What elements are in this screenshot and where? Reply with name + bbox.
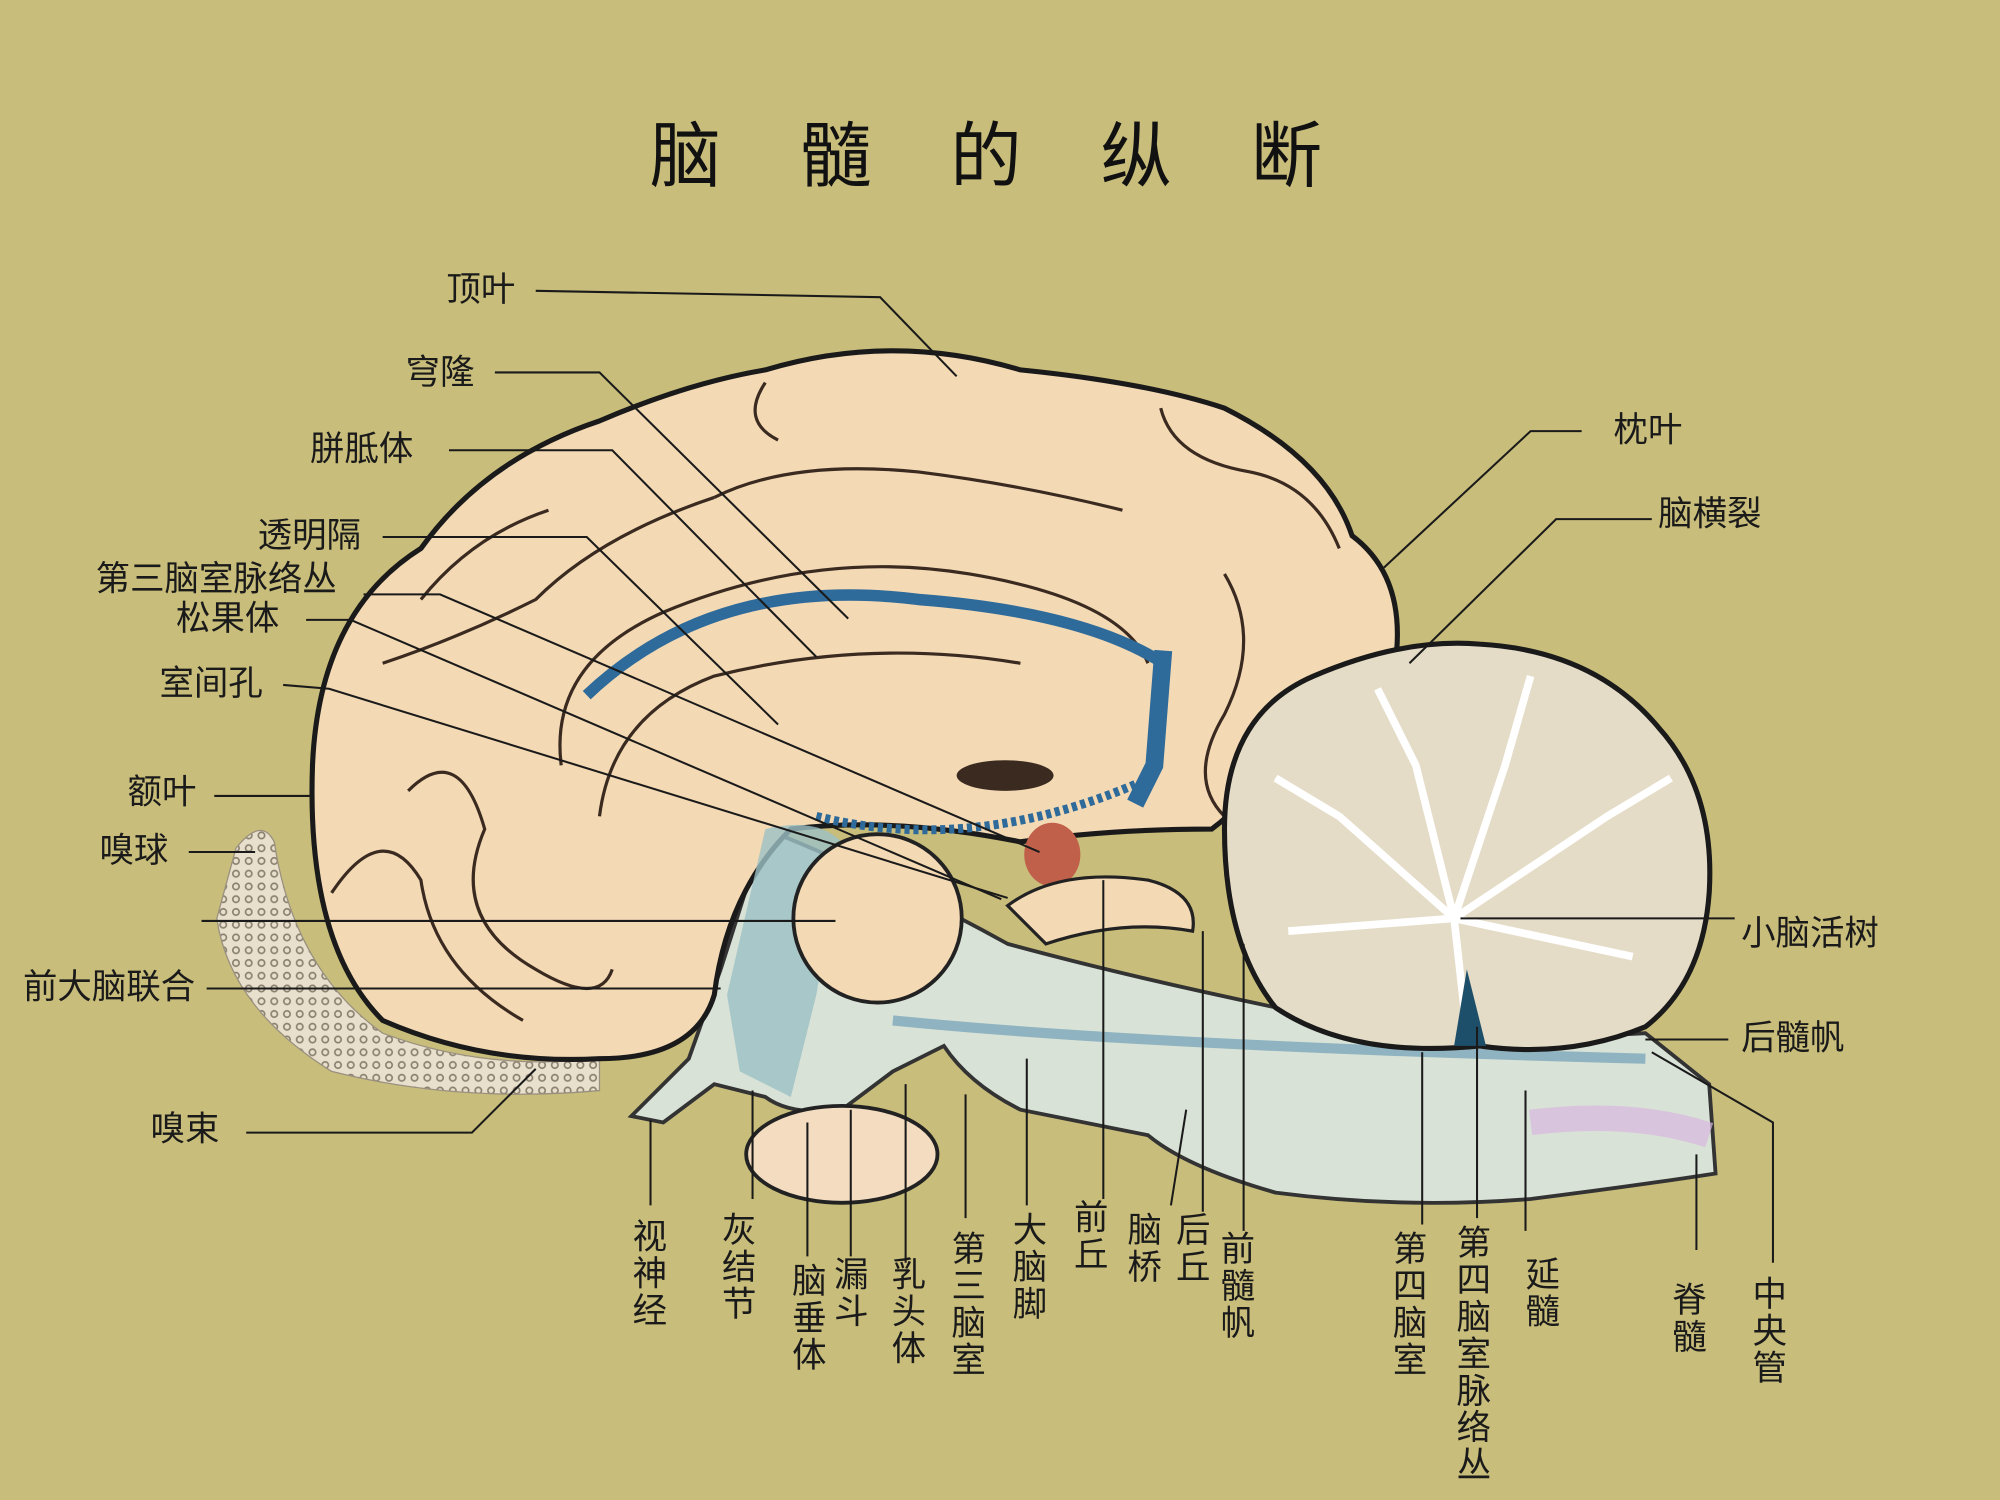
label-fornix: 穹隆	[405, 353, 475, 393]
label-posterior-medullary-velum: 后髓帆	[1741, 1019, 1845, 1059]
label-tuber-cinereum: 灰结节	[715, 1211, 756, 1323]
pituitary	[744, 1103, 940, 1205]
label-arbor-vitae: 小脑活树	[1741, 914, 1879, 955]
pineal-body	[1024, 822, 1081, 887]
label-third-ventricle: 第三脑室	[945, 1230, 985, 1379]
label-central-canal: 中央管	[1746, 1275, 1786, 1387]
label-parietal-lobe: 顶叶	[446, 270, 516, 310]
label-frontal-lobe: 额叶	[127, 772, 197, 813]
label-superior-colliculus: 前丘	[1067, 1198, 1108, 1273]
label-cerebral-peduncle: 大脑脚	[1006, 1211, 1046, 1323]
thalamus	[791, 832, 964, 1005]
label-interventricular-foramen: 室间孔	[159, 664, 263, 705]
arbor-vitae	[1273, 674, 1673, 1034]
label-fourth-ventricle-choroid-plexus: 第四脑室脉络丛	[1450, 1224, 1490, 1484]
label-anterior-commissure: 前大脑联合	[22, 968, 196, 1008]
label-olfactory-bulb: 嗅球	[99, 831, 169, 872]
label-occipital-lobe: 枕叶	[1613, 410, 1683, 451]
label-spinal-cord: 脊髓	[1665, 1281, 1706, 1356]
label-infundibulum: 漏斗	[827, 1256, 868, 1331]
label-third-ventricle-choroid-plexus: 第三脑室脉络丛	[95, 559, 337, 600]
label-anterior-medullary-velum: 前髓帆	[1214, 1230, 1254, 1342]
label-fourth-ventricle: 第四脑室	[1386, 1230, 1427, 1379]
label-pineal-body: 松果体	[176, 599, 280, 640]
label-transverse-fissure: 脑横裂	[1658, 494, 1762, 535]
label-corpus-callosum: 胼胝体	[309, 429, 414, 470]
label-olfactory-tract: 嗅束	[150, 1109, 220, 1150]
label-inferior-colliculus: 后丘	[1169, 1211, 1210, 1286]
page-title: 脑 髓 的 纵 断	[649, 116, 1351, 199]
label-septum-pellucidum: 透明隔	[257, 516, 361, 557]
label-pons: 脑桥	[1121, 1211, 1161, 1286]
lateral-ventricle	[582, 589, 1167, 700]
label-medulla-oblongata: 延髓	[1519, 1256, 1559, 1331]
label-pituitary: 脑垂体	[785, 1262, 826, 1374]
leader-lines	[188, 289, 1774, 1263]
label-optic-nerve: 视神经	[626, 1218, 666, 1330]
label-mammillary-body: 乳头体	[885, 1256, 925, 1368]
